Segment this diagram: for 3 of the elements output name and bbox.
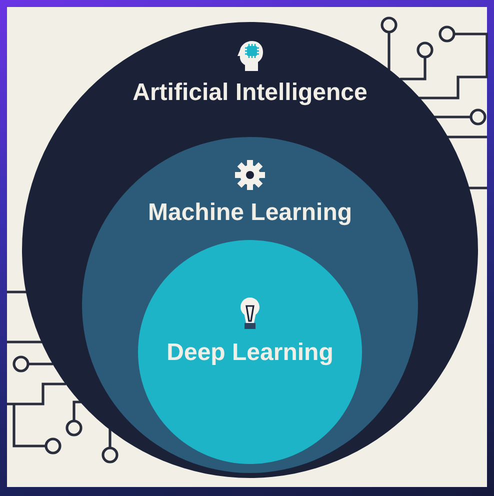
circle-title: Machine Learning bbox=[148, 199, 352, 227]
circle-title: Artificial Intelligence bbox=[132, 79, 368, 107]
circle-title: Deep Learning bbox=[166, 339, 334, 367]
